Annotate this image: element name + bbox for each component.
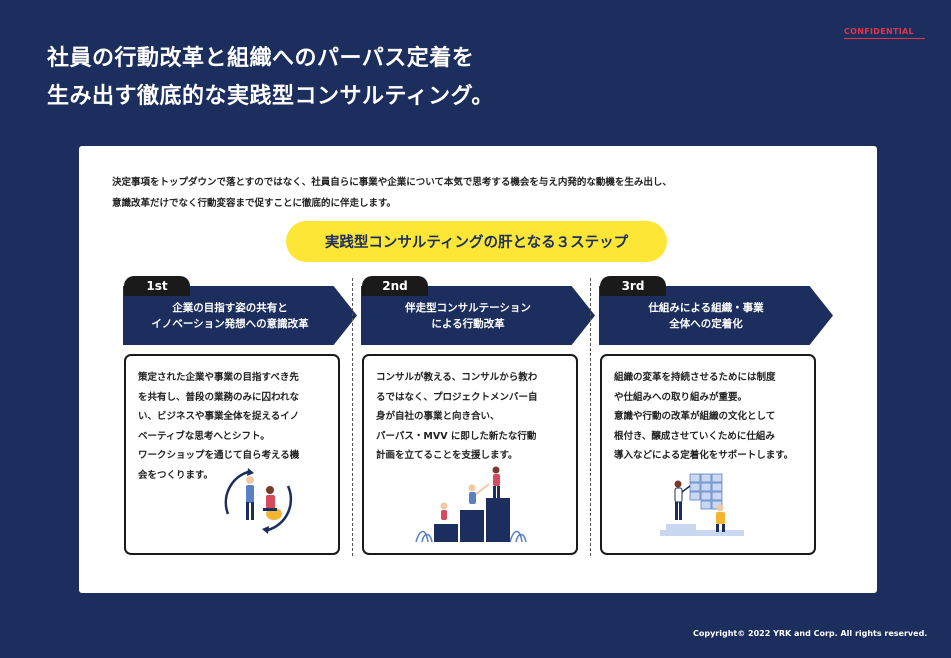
- step-3: 仕組みによる組織・事業 全体への定着化 3rd 組織の変革を持続させるためには制…: [599, 276, 837, 559]
- step-2-body-line: パーパス・MVV に即した新たな行動: [376, 427, 564, 447]
- headline-line-1: 社員の行動改革と組織へのパーパス定着を: [47, 40, 494, 78]
- intro-text: 決定事項をトップダウンで落とすのではなく、社員自らに事業や企業について本気で思考…: [112, 172, 852, 214]
- step-3-title-line-2: 全体への定着化: [648, 316, 763, 332]
- step-3-title-line-1: 仕組みによる組織・事業: [648, 300, 763, 316]
- step-1-body-line: を共有し、普段の業務のみに囚われな: [138, 388, 326, 408]
- step-2-body-line: 身が自社の事業と向き合い、: [376, 407, 564, 427]
- step-2-title: 伴走型コンサルテーション による行動改革: [405, 300, 531, 332]
- step-1-title: 企業の目指す姿の共有と イノベーション発想への意識改革: [151, 300, 308, 332]
- content-card: 決定事項をトップダウンで落とすのではなく、社員自らに事業や企業について本気で思考…: [79, 146, 877, 593]
- step-1-body-line: 策定された企業や事業の目指すべき先: [138, 368, 326, 388]
- intro-line-1: 決定事項をトップダウンで落とすのではなく、社員自らに事業や企業について本気で思考…: [112, 172, 852, 193]
- copyright-text: Copyright© 2022 YRK and Corp. All rights…: [693, 629, 927, 638]
- step-2-body-line: るではなく、プロジェクトメンバー自: [376, 388, 564, 408]
- step-3-description: 組織の変革を持続させるためには制度 や仕組みへの取り組みが重要。 意識や行動の改…: [614, 368, 802, 466]
- step-2-title-line-1: 伴走型コンサルテーション: [405, 300, 531, 316]
- step-1-title-line-2: イノベーション発想への意識改革: [151, 316, 308, 332]
- step-3-body-line: や仕組みへの取り組みが重要。: [614, 388, 802, 408]
- step-1: 企業の目指す姿の共有と イノベーション発想への意識改革 1st 策定された企業や…: [123, 276, 361, 559]
- step-1-body-line: い、ビジネスや事業全体を捉えるイノ: [138, 407, 326, 427]
- step-2-number-tab: 2nd: [362, 276, 428, 296]
- step-3-description-box: 組織の変革を持続させるためには制度 や仕組みへの取り組みが重要。 意識や行動の改…: [600, 354, 816, 555]
- step-1-body-line: ワークショップを通じて自ら考える機: [138, 446, 326, 466]
- step-divider-1: [352, 278, 353, 556]
- step-3-title: 仕組みによる組織・事業 全体への定着化: [648, 300, 763, 332]
- confidential-label: CONFIDENTIAL: [844, 27, 925, 39]
- step-divider-2: [590, 278, 591, 556]
- step-3-number-tab: 3rd: [600, 276, 666, 296]
- step-3-body-line: 意識や行動の改革が組織の文化として: [614, 407, 802, 427]
- step-3-body-line: 導入などによる定着化をサポートします。: [614, 446, 802, 466]
- podium-climb-illustration: [414, 462, 529, 544]
- step-2-title-line-2: による行動改革: [405, 316, 531, 332]
- headline-line-2: 生み出す徹底的な実践型コンサルティング。: [47, 78, 494, 116]
- step-3-body-line: 根付き、醸成させていくために仕組み: [614, 427, 802, 447]
- step-2: 伴走型コンサルテーション による行動改革 2nd コンサルが教える、コンサルから…: [361, 276, 599, 559]
- intro-line-2: 意識改革だけでなく行動変容まで促すことに徹底的に伴走します。: [112, 193, 852, 214]
- step-2-description: コンサルが教える、コンサルから教わ るではなく、プロジェクトメンバー自 身が自社…: [376, 368, 564, 466]
- system-building-illustration: [660, 468, 752, 544]
- step-1-number-tab: 1st: [124, 276, 190, 296]
- step-1-description-box: 策定された企業や事業の目指すべき先 を共有し、普段の業務のみに囚われな い、ビジ…: [124, 354, 340, 555]
- step-1-title-line-1: 企業の目指す姿の共有と: [151, 300, 308, 316]
- step-3-body-line: 組織の変革を持続させるためには制度: [614, 368, 802, 388]
- teamwork-illustration: [218, 464, 298, 536]
- page-headline: 社員の行動改革と組織へのパーパス定着を 生み出す徹底的な実践型コンサルティング。: [47, 40, 494, 116]
- steps-heading-pill: 実践型コンサルティングの肝となる３ステップ: [286, 221, 667, 262]
- step-2-body-line: コンサルが教える、コンサルから教わ: [376, 368, 564, 388]
- step-1-body-line: ベーティブな思考へとシフト。: [138, 427, 326, 447]
- step-2-description-box: コンサルが教える、コンサルから教わ るではなく、プロジェクトメンバー自 身が自社…: [362, 354, 578, 555]
